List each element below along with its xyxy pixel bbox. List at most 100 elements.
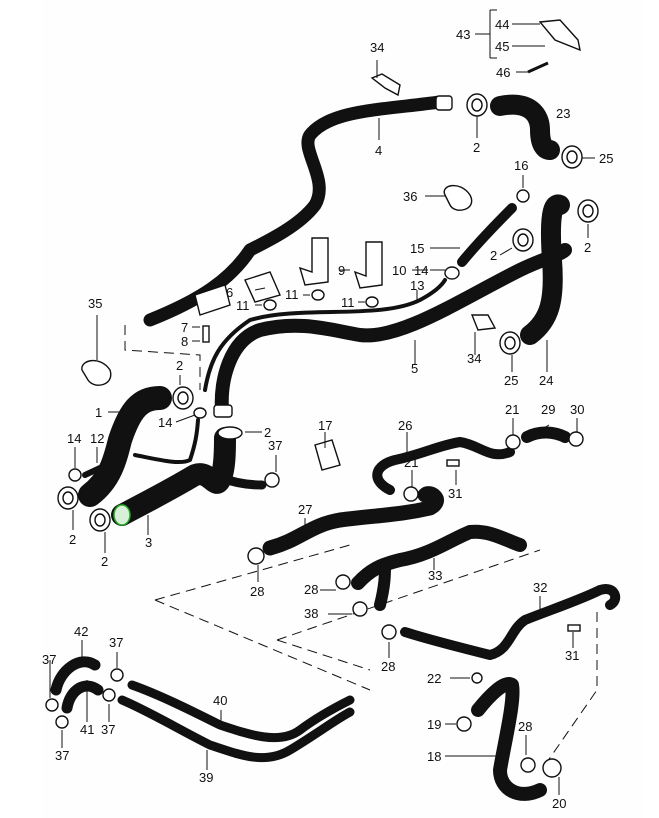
pipe-32[interactable] (400, 584, 621, 660)
clamp-28-c[interactable] (381, 624, 397, 640)
clamp-37-a[interactable] (110, 668, 124, 682)
clamp-28-a[interactable] (247, 547, 265, 565)
hose-29[interactable] (521, 426, 571, 443)
label-33[interactable]: 33 (428, 568, 442, 583)
bolt-31b[interactable] (567, 624, 581, 632)
clamp-21-a[interactable] (505, 434, 521, 450)
clamp-14-top[interactable] (444, 266, 460, 280)
label-2-bottom[interactable]: 2 (101, 554, 108, 569)
label-23[interactable]: 23 (556, 106, 570, 121)
clamp-2-right[interactable] (577, 199, 599, 223)
bracket-34-mid[interactable] (470, 314, 497, 331)
bracket-44-45[interactable] (538, 19, 581, 52)
label-46[interactable]: 46 (496, 65, 510, 80)
clamp-2-left[interactable] (172, 386, 194, 410)
bracket-17[interactable] (314, 439, 341, 471)
clamp-21-b[interactable] (403, 486, 419, 502)
clamp-28-b[interactable] (335, 574, 351, 590)
label-2-mid[interactable]: 2 (490, 248, 497, 263)
grommet-11c[interactable] (365, 296, 379, 308)
label-14-left[interactable]: 14 (158, 415, 172, 430)
clamp-37-mid[interactable] (264, 472, 280, 488)
hose-1[interactable] (78, 386, 172, 507)
hose-41[interactable] (61, 680, 104, 714)
label-34-mid[interactable]: 34 (467, 351, 481, 366)
label-6[interactable]: 6 (226, 285, 233, 300)
clamp-20[interactable] (542, 758, 562, 778)
pipe-39[interactable] (117, 695, 355, 763)
clamp-22[interactable] (471, 672, 483, 684)
label-28-d[interactable]: 28 (518, 719, 532, 734)
hose-24[interactable] (520, 194, 570, 345)
label-2-left[interactable]: 2 (176, 358, 183, 373)
label-37-a[interactable]: 37 (109, 635, 123, 650)
clamp-16[interactable] (516, 189, 530, 203)
label-25-mid[interactable]: 25 (504, 373, 518, 388)
grommet-11b[interactable] (263, 299, 277, 311)
hose-18[interactable] (471, 677, 547, 801)
label-25-top[interactable]: 25 (599, 151, 613, 166)
clamp-19[interactable] (456, 716, 472, 732)
label-10[interactable]: 10 (392, 263, 406, 278)
label-19[interactable]: 19 (427, 717, 441, 732)
label-28-b[interactable]: 28 (304, 582, 318, 597)
clip-36[interactable] (443, 184, 473, 211)
label-15[interactable]: 15 (410, 241, 424, 256)
label-18[interactable]: 18 (427, 749, 441, 764)
clamp-25-mid[interactable] (499, 331, 521, 355)
clamp-37-d[interactable] (55, 715, 69, 729)
label-22[interactable]: 22 (427, 671, 441, 686)
label-28-a[interactable]: 28 (250, 584, 264, 599)
bolt-7-8[interactable] (202, 325, 210, 343)
label-14-top[interactable]: 14 (414, 263, 428, 278)
label-31-b[interactable]: 31 (565, 648, 579, 663)
label-39[interactable]: 39 (199, 770, 213, 785)
label-2-top[interactable]: 2 (473, 140, 480, 155)
label-14-far[interactable]: 14 (67, 431, 81, 446)
label-31-a[interactable]: 31 (448, 486, 462, 501)
pipe-5[interactable] (213, 243, 572, 418)
label-2-right[interactable]: 2 (584, 240, 591, 255)
hose-27[interactable] (262, 486, 444, 556)
hose-3-highlighted[interactable] (111, 427, 267, 526)
label-32[interactable]: 32 (533, 580, 547, 595)
label-27[interactable]: 27 (298, 502, 312, 517)
pipe-40[interactable] (127, 680, 355, 743)
label-34-top[interactable]: 34 (370, 40, 384, 55)
label-37-mid[interactable]: 37 (268, 438, 282, 453)
clamp-2-bottom[interactable] (89, 508, 111, 532)
clamp-25-top[interactable] (561, 145, 583, 169)
label-37-d[interactable]: 37 (55, 748, 69, 763)
clamp-14-far[interactable] (68, 468, 82, 482)
label-40[interactable]: 40 (213, 693, 227, 708)
pipe-26[interactable] (372, 437, 515, 495)
hose-23[interactable] (490, 94, 560, 160)
label-30[interactable]: 30 (570, 402, 584, 417)
label-11-c[interactable]: 11 (341, 295, 355, 310)
label-16[interactable]: 16 (514, 158, 528, 173)
label-35[interactable]: 35 (88, 296, 102, 311)
label-11-b[interactable]: 11 (236, 298, 250, 313)
clamp-38[interactable] (352, 601, 368, 617)
label-21-b[interactable]: 21 (404, 455, 418, 470)
bracket-34-top[interactable] (370, 73, 401, 97)
clamp-30[interactable] (568, 431, 584, 447)
label-1[interactable]: 1 (95, 405, 102, 420)
label-21-a[interactable]: 21 (505, 402, 519, 417)
label-24[interactable]: 24 (539, 373, 553, 388)
bolt-46[interactable] (527, 61, 549, 74)
label-5[interactable]: 5 (411, 361, 418, 376)
clip-35[interactable] (81, 359, 112, 386)
bracket-6b[interactable] (244, 271, 281, 303)
label-37-b[interactable]: 37 (42, 652, 56, 667)
label-7[interactable]: 7 (181, 320, 188, 335)
bracket-6[interactable] (194, 284, 231, 316)
pipe-12-tube[interactable] (82, 465, 103, 478)
bracket-9[interactable] (298, 237, 329, 286)
label-26[interactable]: 26 (398, 418, 412, 433)
clamp-2-lower[interactable] (217, 426, 243, 440)
clamp-37-b[interactable] (102, 688, 116, 702)
label-42[interactable]: 42 (74, 624, 88, 639)
pipe-12[interactable] (133, 418, 200, 465)
clamp-2-mid[interactable] (512, 228, 534, 252)
